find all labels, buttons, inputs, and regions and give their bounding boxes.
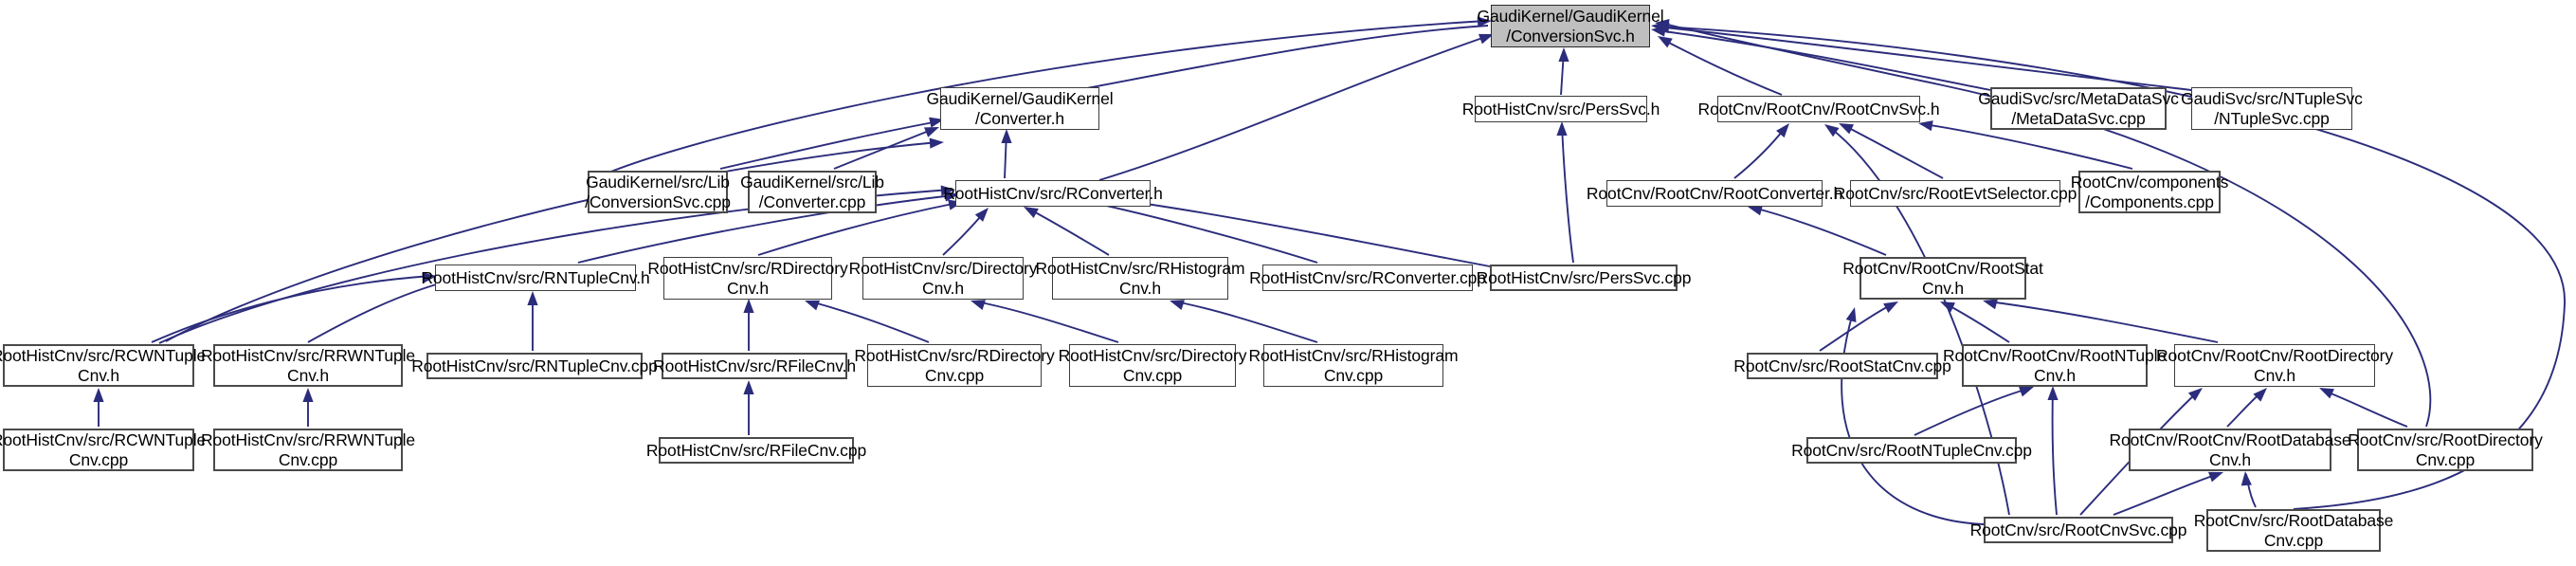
graph-node[interactable]: RootCnv/src/RootDatabase Cnv.cpp — [2194, 509, 2393, 552]
graph-edge — [1923, 123, 2133, 170]
graph-node[interactable]: RootCnv/RootCnv/RootDatabase Cnv.h — [2110, 429, 2351, 471]
graph-edge — [2323, 390, 2408, 428]
graph-node[interactable]: RootCnv/src/RootCnvSvc.cpp — [1970, 517, 2187, 543]
graph-node[interactable]: RootCnv/RootCnv/RootConverter.h — [1587, 180, 1842, 207]
graph-edge-arrowhead — [1556, 121, 1568, 136]
graph-edge-arrowhead — [302, 388, 314, 402]
graph-node[interactable]: RootCnv/components /Components.cpp — [2071, 171, 2228, 213]
graph-edge — [1842, 124, 1944, 179]
graph-edge — [809, 301, 930, 343]
graph-edge — [1174, 301, 1318, 343]
graph-node[interactable]: RootCnv/RootCnv/RootDirectory Cnv.h — [2156, 344, 2393, 387]
graph-edge-arrowhead — [974, 208, 989, 222]
graph-edge — [1656, 29, 1991, 91]
graph-edge-arrowhead — [2240, 471, 2252, 486]
graph-node[interactable]: RootHistCnv/src/Directory Cnv.h — [849, 257, 1038, 300]
graph-node[interactable]: RootHistCnv/src/RConverter.h — [943, 180, 1163, 207]
graph-node[interactable]: RootCnv/src/RootNTupleCnv.cpp — [1791, 437, 2032, 464]
graph-edge-arrowhead — [929, 137, 944, 149]
graph-node[interactable]: GaudiSvc/src/MetaDataSvc /MetaDataSvc.cp… — [1978, 87, 2179, 130]
graph-node[interactable]: RootCnv/RootCnv/RootCnvSvc.h — [1698, 96, 1940, 122]
graph-node[interactable]: RootHistCnv/src/RFileCnv.cpp — [646, 437, 866, 464]
graph-edge — [975, 301, 1119, 343]
graph-edge-arrowhead — [1824, 124, 1840, 137]
graph-node[interactable]: RootHistCnv/src/RDirectory Cnv.h — [647, 257, 848, 300]
graph-node[interactable]: RootHistCnv/src/Directory Cnv.cpp — [1059, 344, 1247, 387]
graph-edge-arrowhead — [743, 380, 754, 394]
graph-node[interactable]: GaudiKernel/src/Lib /ConversionSvc.cpp — [585, 171, 731, 213]
graph-edge — [1819, 302, 1895, 352]
graph-edge — [151, 275, 432, 343]
graph-node[interactable]: RootHistCnv/src/RDirectory Cnv.cpp — [854, 344, 1055, 387]
graph-node[interactable]: GaudiKernel/src/Lib /Converter.cpp — [740, 171, 884, 213]
graph-node[interactable]: RootHistCnv/src/RHistogram Cnv.cpp — [1248, 344, 1459, 387]
graph-edge-arrowhead — [1001, 129, 1012, 143]
graph-edge — [1914, 388, 2029, 436]
graph-edge — [2051, 388, 2058, 516]
graph-node[interactable]: RootHistCnv/src/RFileCnv.h — [653, 353, 856, 379]
graph-node[interactable]: RootHistCnv/src/PersSvc.cpp — [1477, 265, 1692, 291]
graph-node[interactable]: RootHistCnv/src/RCWNTuple Cnv.cpp — [0, 429, 206, 471]
graph-edge — [1079, 199, 1318, 264]
graph-edge-arrowhead — [2047, 386, 2059, 400]
graph-node[interactable]: RootCnv/src/RootEvtSelector.cpp — [1834, 180, 2077, 207]
graph-edge-arrowhead — [1845, 307, 1857, 322]
graph-node[interactable]: GaudiKernel/GaudiKernel /Converter.h — [926, 87, 1114, 130]
graph-edge-arrowhead — [743, 299, 754, 313]
graph-edge — [1752, 207, 1887, 256]
graph-node[interactable]: GaudiSvc/src/NTupleSvc /NTupleSvc.cpp — [2181, 87, 2363, 130]
graph-node[interactable]: RootHistCnv/src/RNTupleCnv.h — [421, 265, 650, 291]
graph-edge — [1733, 125, 1787, 179]
graph-edge — [1027, 208, 1110, 256]
graph-edge — [2113, 473, 2219, 516]
graph-node[interactable]: RootHistCnv/src/RCWNTuple Cnv.h — [0, 344, 206, 387]
graph-node[interactable]: RootHistCnv/src/RRWNTuple Cnv.h — [201, 344, 415, 387]
graph-edge — [1944, 302, 2010, 343]
graph-edge — [1561, 123, 1574, 264]
graph-node[interactable]: RootHistCnv/src/RRWNTuple Cnv.cpp — [201, 429, 415, 471]
graph-edge — [833, 128, 934, 170]
graph-edge — [942, 210, 987, 256]
graph-edge-arrowhead — [527, 291, 538, 305]
graph-edge — [307, 279, 454, 343]
graph-edge — [719, 120, 939, 170]
graph-edge — [1098, 35, 1489, 181]
graph-edge-arrowhead — [1558, 47, 1569, 62]
graph-node[interactable]: RootCnv/src/RootDirectory Cnv.cpp — [2348, 429, 2543, 471]
graph-node[interactable]: RootCnv/RootCnv/RootNTuple Cnv.h — [1943, 344, 2167, 387]
graph-edge — [2226, 390, 2264, 428]
graph-edge — [1987, 301, 2219, 343]
graph-edge — [1061, 25, 1489, 94]
graph-node[interactable]: RootHistCnv/src/RConverter.cpp — [1249, 265, 1486, 291]
graph-edge-arrowhead — [1776, 123, 1789, 138]
graph-node[interactable]: RootHistCnv/src/RHistogram Cnv.h — [1035, 257, 1245, 300]
graph-node[interactable]: RootHistCnv/src/PersSvc.h — [1462, 96, 1660, 122]
graph-node[interactable]: RootCnv/RootCnv/RootStat Cnv.h — [1842, 257, 2043, 300]
graph-node[interactable]: RootCnv/src/RootStatCnv.cpp — [1733, 353, 1951, 379]
graph-node[interactable]: RootHistCnv/src/RNTupleCnv.cpp — [411, 353, 658, 379]
graph-node-root[interactable]: GaudiKernel/GaudiKernel /ConversionSvc.h — [1477, 5, 1664, 47]
graph-edge-arrowhead — [93, 388, 104, 402]
graph-edge — [2245, 473, 2257, 508]
graph-edge — [1004, 131, 1007, 179]
graph-edge — [1662, 39, 1783, 96]
graph-edge — [1656, 26, 2192, 91]
graph-edge — [1560, 50, 1565, 96]
